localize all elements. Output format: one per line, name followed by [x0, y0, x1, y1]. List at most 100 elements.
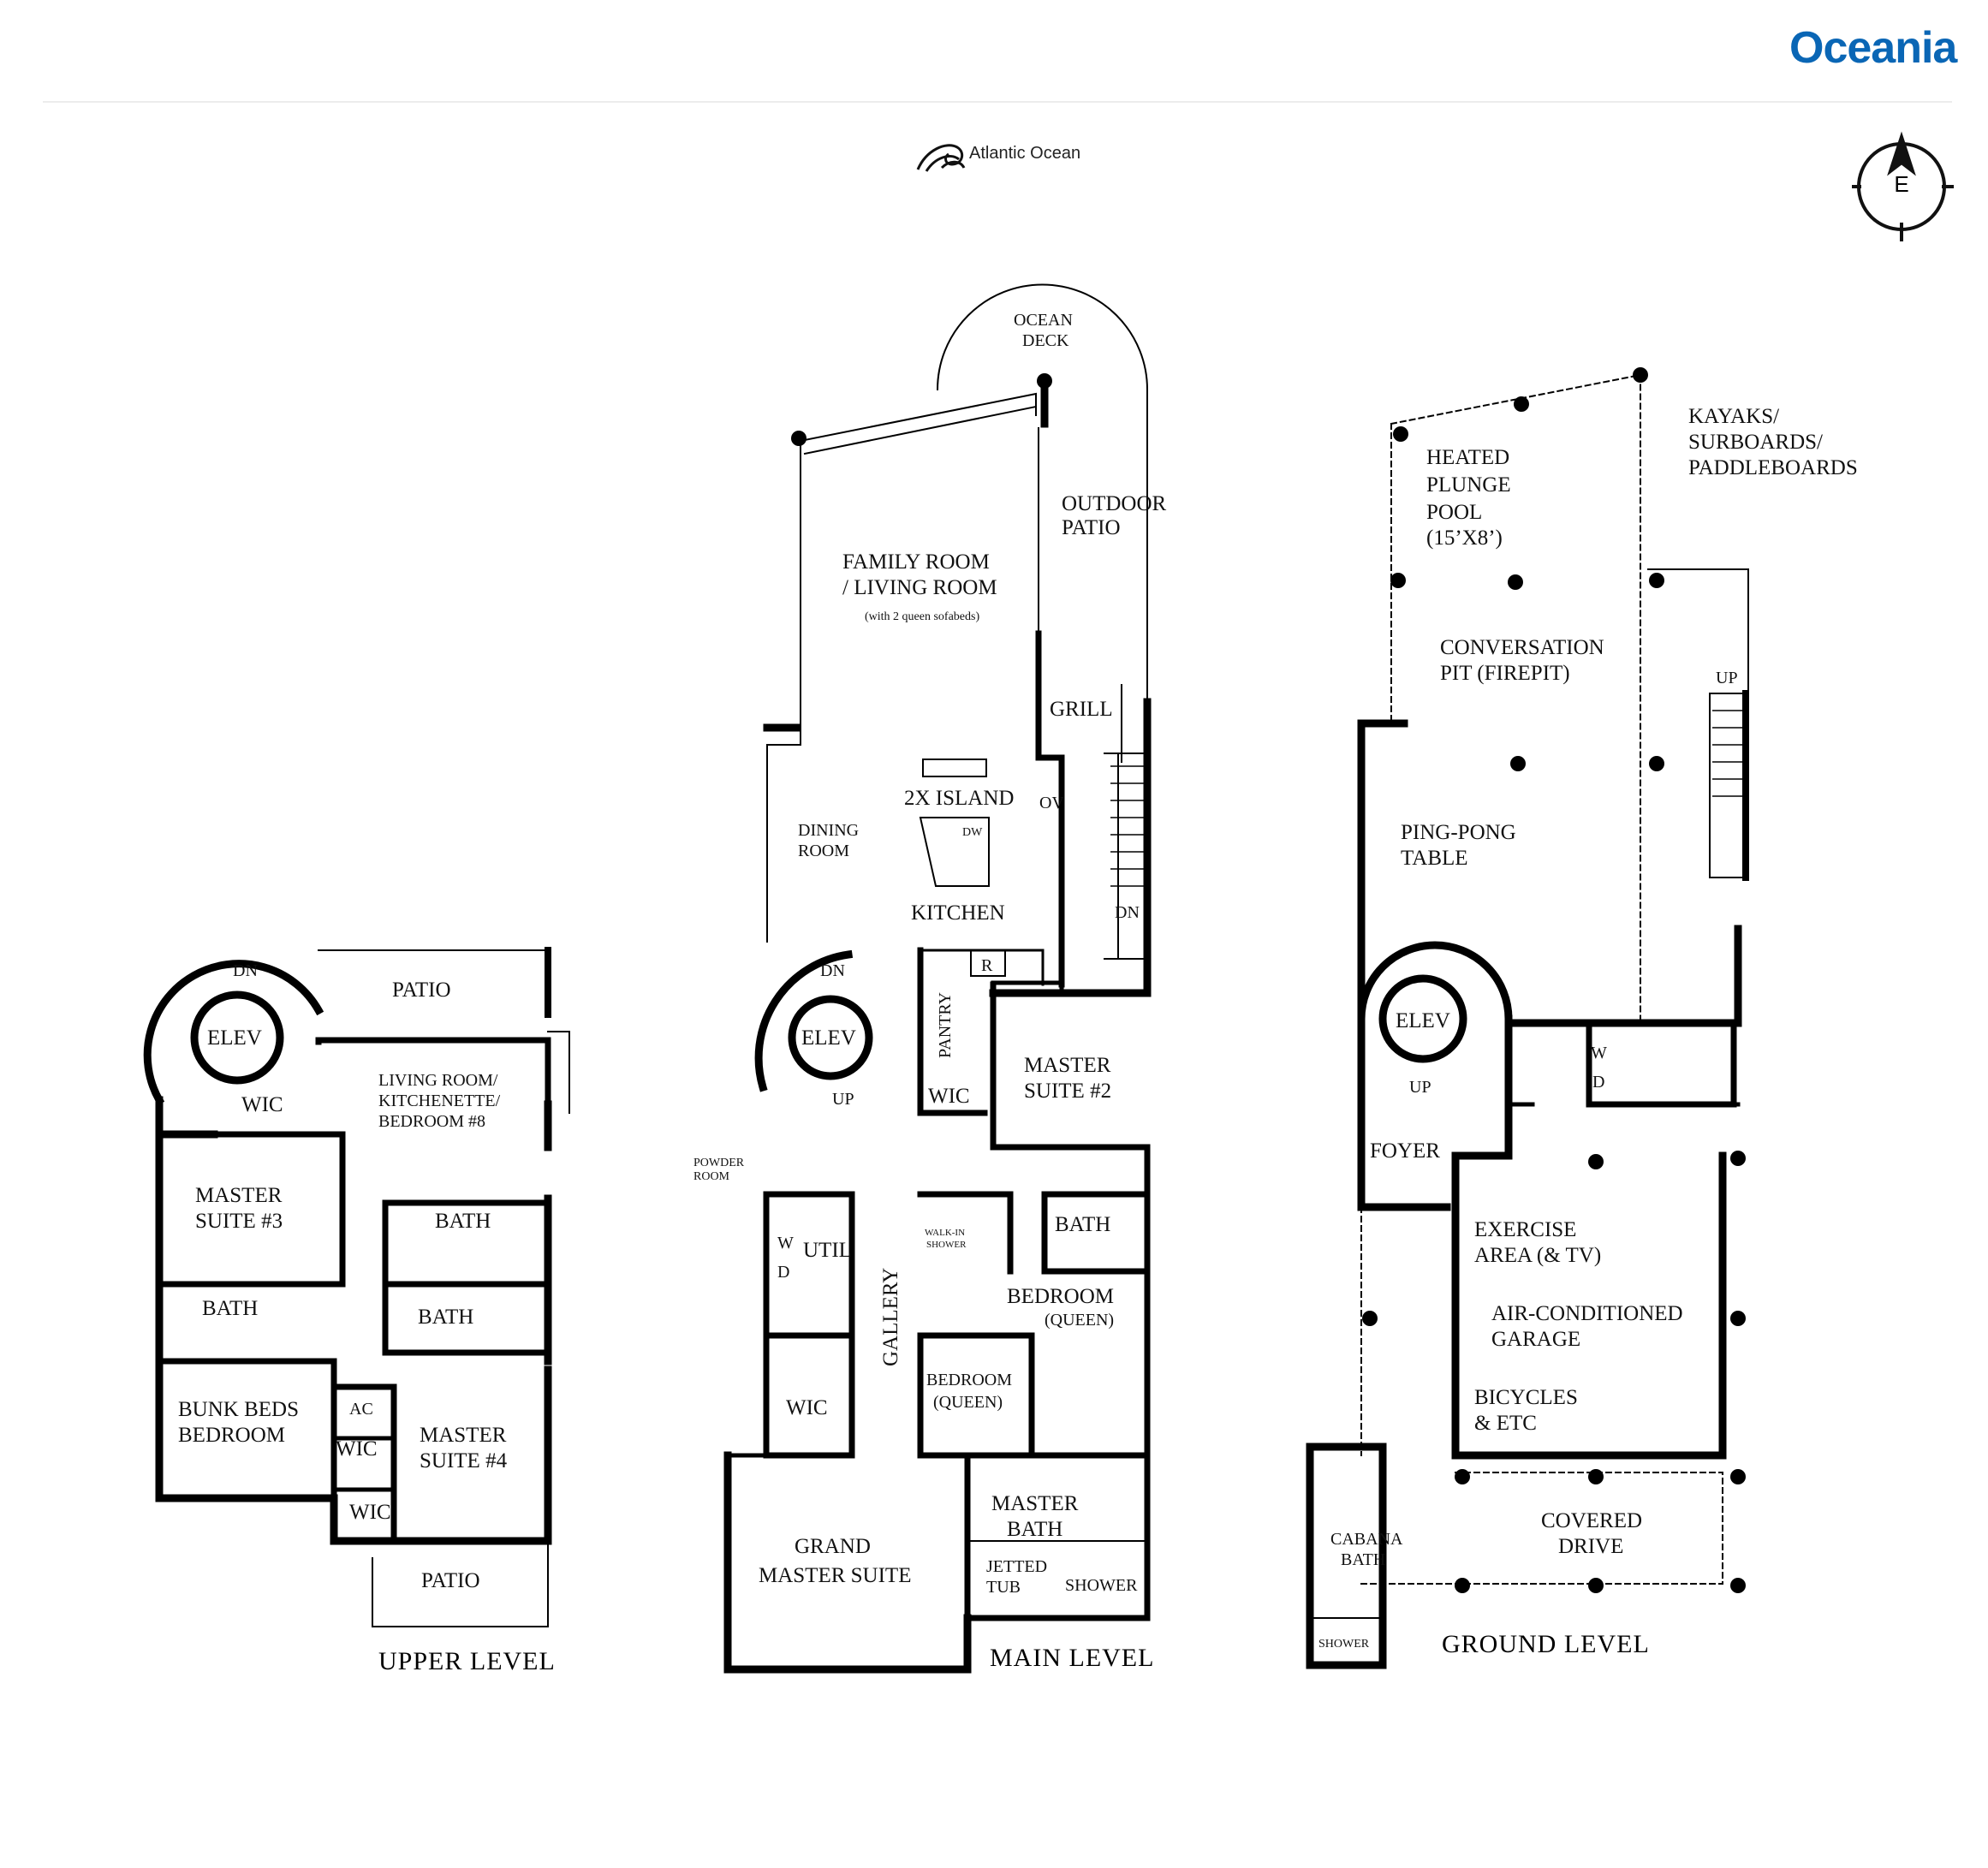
ground-covered-label-1: COVERED [1541, 1509, 1643, 1532]
main-shower-label: SHOWER [1065, 1576, 1138, 1595]
stair-treads [1110, 710, 1744, 887]
main-level-walls [723, 283, 1152, 1674]
upper-elev-label: ELEV [207, 1026, 262, 1050]
upper-wic-1-label: WIC [241, 1093, 283, 1116]
main-level-title: MAIN LEVEL [990, 1644, 1155, 1672]
main-walkin-label-2: SHOWER [926, 1240, 967, 1250]
compass-letter: E [1894, 171, 1909, 197]
ground-pool-label-1: HEATED [1426, 446, 1510, 469]
main-bed-queen-1-sub: (QUEEN) [1045, 1311, 1115, 1330]
main-ocean-deck-label-2: DECK [1022, 331, 1069, 350]
upper-master4-label-1: MASTER [420, 1424, 507, 1447]
main-ocean-deck-label-1: OCEAN [1014, 311, 1073, 330]
main-family-note: (with 2 queen sofabeds) [865, 610, 980, 623]
ground-foyer-label: FOYER [1370, 1139, 1440, 1163]
main-bath-label: BATH [1055, 1213, 1111, 1236]
upper-master4-label-2: SUITE #4 [420, 1449, 508, 1472]
upper-wic-3-label: WIC [349, 1501, 391, 1524]
main-powder-label-2: ROOM [693, 1170, 730, 1183]
main-dining-label-2: ROOM [798, 842, 850, 860]
main-wic-1-label: WIC [928, 1085, 970, 1108]
main-family-label-1: FAMILY ROOM [842, 550, 990, 574]
upper-master3-label-2: SUITE #3 [195, 1210, 283, 1233]
main-gallery-label: GALLERY [879, 1267, 902, 1366]
upper-bunk-label-2: BEDROOM [178, 1424, 286, 1447]
upper-bunk-label-1: BUNK BEDS [178, 1398, 299, 1421]
main-pantry-label: PANTRY [936, 991, 955, 1058]
main-bed-queen-2-label: BEDROOM [926, 1371, 1013, 1389]
structural-columns [791, 367, 1746, 1593]
ground-elev-label: ELEV [1396, 1009, 1450, 1032]
compass-icon [1852, 131, 1954, 241]
brand-logo: Oceania [1789, 23, 1957, 73]
upper-level-walls [143, 947, 570, 1627]
ground-bikes-label-1: BICYCLES [1474, 1386, 1578, 1409]
upper-patio-bottom-label: PATIO [421, 1569, 480, 1592]
main-grill-label: GRILL [1050, 698, 1113, 721]
ground-ping-label-2: TABLE [1401, 847, 1468, 870]
ground-pool-label-4: (15’X8’) [1426, 526, 1503, 550]
ground-exercise-label-2: AREA (& TV) [1474, 1244, 1602, 1267]
main-wic-2-label: WIC [786, 1396, 828, 1419]
ground-pool-label-2: PLUNGE [1426, 473, 1511, 497]
ground-up-stair-label: UP [1716, 669, 1738, 687]
header-divider [43, 101, 1952, 103]
main-bed-queen-1-label: BEDROOM [1007, 1285, 1115, 1308]
ground-bikes-label-2: & ETC [1474, 1412, 1537, 1435]
ground-ping-label-1: PING-PONG [1401, 821, 1516, 844]
main-outdoor-label-1: OUTDOOR [1062, 492, 1167, 515]
main-walkin-label-1: WALK-IN [925, 1228, 966, 1238]
main-mbath-label-2: BATH [1007, 1518, 1063, 1541]
upper-bath-2-label: BATH [418, 1306, 474, 1329]
main-master2-label-2: SUITE #2 [1024, 1080, 1112, 1103]
upper-patio-top-label: PATIO [392, 979, 451, 1002]
upper-level-title: UPPER LEVEL [378, 1647, 556, 1675]
main-util-label: UTIL [803, 1239, 852, 1262]
main-family-label-2: / LIVING ROOM [842, 576, 997, 599]
main-d-label: D [777, 1263, 790, 1282]
ground-shower-label: SHOWER [1318, 1638, 1370, 1651]
ground-cabana-label-1: CABANA [1330, 1530, 1403, 1549]
main-master2-label-1: MASTER [1024, 1054, 1111, 1077]
ground-garage-label-1: AIR-CONDITIONED [1491, 1302, 1683, 1325]
upper-wic-2-label: WIC [336, 1437, 378, 1460]
main-dw-label: DW [962, 826, 983, 839]
main-dn-spiral-label: DN [820, 961, 845, 980]
main-outdoor-label-2: PATIO [1062, 516, 1121, 539]
ground-covered-label-2: DRIVE [1558, 1535, 1624, 1558]
upper-master3-label-1: MASTER [195, 1184, 283, 1207]
upper-living-label-3: BEDROOM #8 [378, 1112, 486, 1131]
main-powder-label-1: POWDER [693, 1157, 745, 1169]
main-elev-label: ELEV [801, 1026, 856, 1050]
ground-garage-label-2: GARAGE [1491, 1328, 1581, 1351]
ground-kayak-label-1: KAYAKS/ [1688, 405, 1780, 428]
main-bed-queen-2-sub: (QUEEN) [933, 1393, 1003, 1412]
ground-conv-label-1: CONVERSATION [1440, 636, 1604, 659]
ground-conv-label-2: PIT (FIREPIT) [1440, 662, 1570, 685]
main-ov-label: OV [1039, 794, 1064, 812]
main-mbath-label-1: MASTER [991, 1492, 1079, 1515]
wave-icon [916, 144, 966, 172]
upper-living-label-2: KITCHENETTE/ [378, 1092, 501, 1110]
ground-cabana-label-2: BATH [1341, 1550, 1386, 1569]
upper-living-label-1: LIVING ROOM/ [378, 1071, 498, 1090]
main-kitchen-label: KITCHEN [911, 901, 1005, 925]
main-w-label: W [777, 1234, 794, 1252]
ground-level-title: GROUND LEVEL [1442, 1630, 1650, 1658]
upper-bath-3-label: BATH [202, 1297, 259, 1320]
main-jetted-label-1: JETTED [986, 1557, 1048, 1576]
ground-d-label: D [1592, 1073, 1605, 1092]
main-island-label: 2X ISLAND [904, 787, 1015, 810]
ground-level-walls [1306, 373, 1749, 1669]
ground-w-label: W [1591, 1044, 1607, 1062]
main-dn-stair-label: DN [1115, 903, 1140, 922]
main-r-label: R [981, 956, 993, 975]
ocean-label: Atlantic Ocean [969, 144, 1081, 163]
upper-bath-1-label: BATH [435, 1210, 491, 1233]
upper-dn-label: DN [233, 961, 258, 980]
ground-kayak-label-3: PADDLEBOARDS [1688, 456, 1858, 479]
ground-kayak-label-2: SURBOARDS/ [1688, 431, 1823, 454]
upper-ac-label: AC [349, 1400, 373, 1419]
